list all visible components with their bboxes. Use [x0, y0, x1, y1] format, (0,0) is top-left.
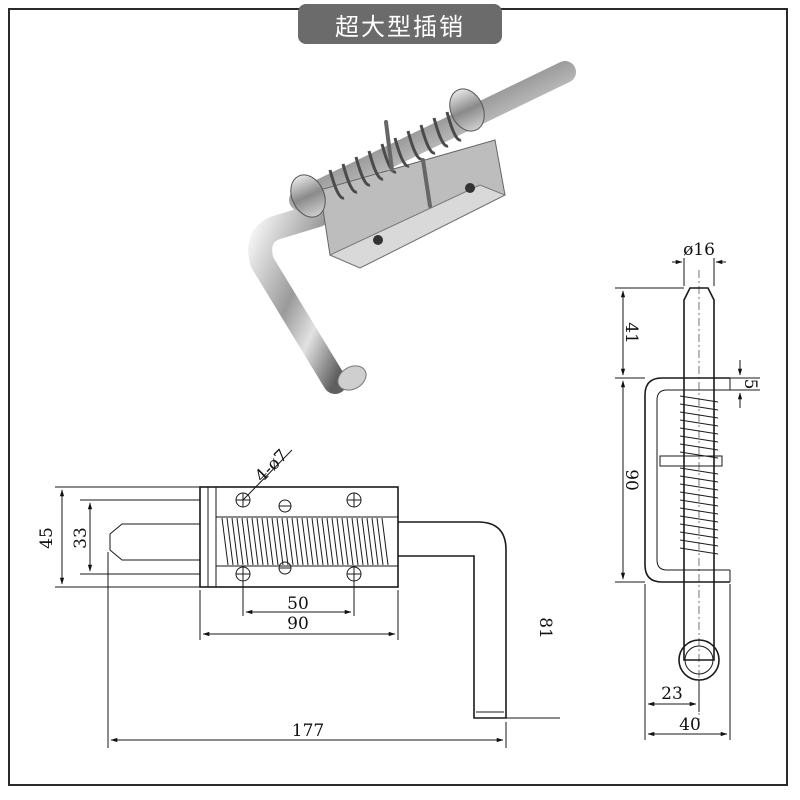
- dim-handle-drop: 81: [535, 617, 555, 639]
- dim-pin-protrusion: 41: [621, 322, 641, 344]
- product-photo: [248, 61, 576, 394]
- dim-handle-offset: 23: [661, 684, 683, 704]
- product-title: 超大型插销: [298, 4, 502, 44]
- front-view-drawing: 45 33 4-ø7 50 90 81 177: [37, 446, 560, 748]
- dim-bracket-width: 40: [679, 715, 701, 735]
- dim-pin-diameter: ø16: [683, 240, 715, 260]
- front-spring: [221, 517, 389, 566]
- dim-total-length: 177: [292, 721, 324, 741]
- dim-height-inner: 33: [71, 527, 91, 549]
- dim-body-length: 90: [287, 614, 309, 634]
- dim-height-outer: 45: [37, 527, 57, 549]
- dim-holes: 4-ø7: [251, 446, 292, 487]
- dim-hole-spacing: 50: [287, 594, 309, 614]
- dim-bracket-height: 90: [621, 469, 641, 491]
- side-view-drawing: ø16 41 5 90 23 40: [615, 240, 760, 740]
- mounting-holes: [235, 492, 362, 582]
- dim-plate-thickness: 5: [740, 379, 760, 390]
